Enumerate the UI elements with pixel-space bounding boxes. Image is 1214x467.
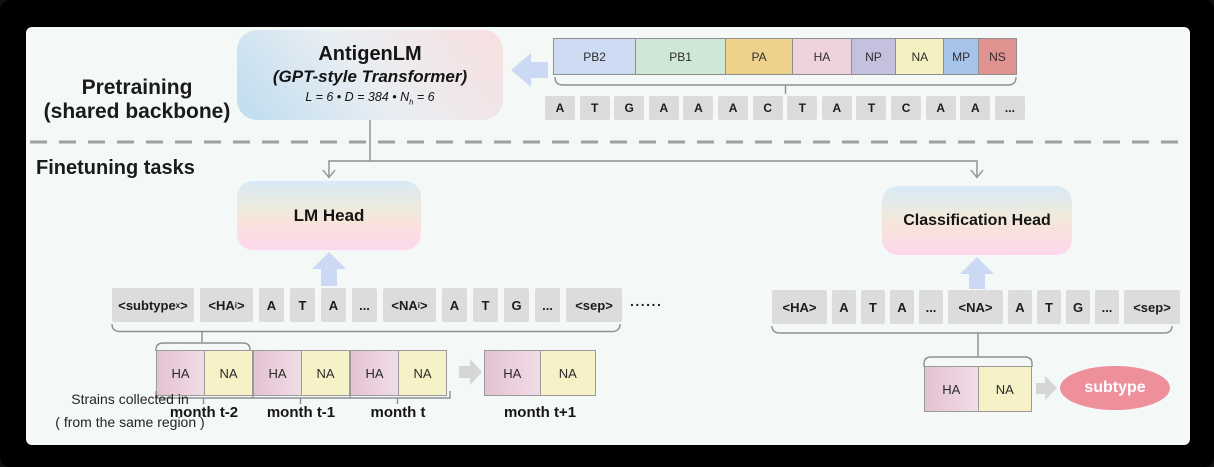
token-ellipsis: ... [535, 288, 560, 322]
token-nucleotide: T [1037, 290, 1061, 324]
token-sep: <sep> [1124, 290, 1180, 324]
token-sep: <sep> [566, 288, 622, 322]
model-params-sub: h [409, 97, 414, 107]
ha-cell: HA [925, 367, 979, 411]
ha-cell: HA [485, 351, 541, 395]
month-pair-t-plus-1: HA NA [484, 350, 596, 396]
cls-ha-na-pair: HA NA [924, 366, 1032, 412]
nucleotide-token: T [787, 96, 818, 120]
token-subscript: x [175, 300, 181, 310]
token-ellipsis: ... [352, 288, 377, 322]
genome-segment-pb2: PB2 [554, 39, 637, 74]
nucleotide-token: T [579, 96, 610, 120]
month-pair-t: HA NA [350, 350, 447, 396]
token-text: > [420, 297, 428, 313]
lm-head-box: LM Head [237, 181, 421, 250]
token-na: <NA> [948, 290, 1003, 324]
month-label-t-2: month t-2 [169, 404, 239, 421]
token-nucleotide: A [890, 290, 914, 324]
pretraining-label-line1: Pretraining [81, 76, 193, 99]
ha-cell: HA [157, 351, 205, 395]
na-cell: NA [978, 367, 1031, 411]
na-cell: NA [540, 351, 595, 395]
token-nucleotide: T [861, 290, 885, 324]
token-text: > [237, 297, 245, 313]
token-nucleotide: A [259, 288, 284, 322]
month-pair-t-1: HA NA [253, 350, 350, 396]
nucleotide-token: A [925, 96, 956, 120]
token-subscript: i [234, 300, 238, 310]
genome-segment-mp: MP [944, 39, 979, 74]
sequence-continuation-dots: ...... [630, 293, 663, 309]
model-params-pre: L = 6 • D = 384 • N [305, 90, 410, 105]
pretraining-section-label: Pretraining (shared backbone) [28, 76, 246, 124]
strains-note-line1: Strains collected in [71, 391, 189, 407]
ha-cell: HA [351, 351, 399, 395]
nucleotide-token-ellipsis: ... [994, 96, 1025, 120]
nucleotide-token: A [545, 96, 575, 120]
nucleotide-token: A [960, 96, 991, 120]
model-subtitle: (GPT-style Transformer) [272, 67, 468, 87]
nucleotide-token: A [648, 96, 679, 120]
cls-token-row: <HA> A T A ... <NA> A T G ... <sep> [772, 290, 1180, 324]
strains-note-line2: ( from the same region ) [55, 414, 205, 430]
genome-segment-np: NP [851, 39, 897, 74]
token-text: <HA [208, 297, 235, 313]
nucleotide-token: A [683, 96, 714, 120]
genome-segment-pb1: PB1 [636, 39, 726, 74]
genome-segment-ns: NS [979, 39, 1016, 74]
token-ellipsis: ... [1095, 290, 1119, 324]
genome-segment-bar: PB2 PB1 PA HA NP NA MP NS [553, 38, 1017, 75]
nucleotide-token: A [821, 96, 852, 120]
model-params-post: = 6 [413, 90, 435, 105]
month-pair-t-2: HA NA [156, 350, 253, 396]
token-nucleotide: A [442, 288, 467, 322]
na-cell: NA [302, 351, 349, 395]
classification-head-box: Classification Head [882, 186, 1072, 255]
token-nucleotide: G [504, 288, 529, 322]
genome-segment-ha: HA [793, 39, 852, 74]
month-label-t: month t [370, 404, 426, 421]
nucleotide-token: A [718, 96, 749, 120]
nucleotide-token-row: A T G A A A C T A T C A A ... [545, 96, 1025, 120]
token-nucleotide: A [321, 288, 346, 322]
nucleotide-token: C [891, 96, 922, 120]
token-subscript: i [417, 300, 421, 310]
model-box: AntigenLM (GPT-style Transformer) L = 6 … [237, 30, 503, 120]
month-label-t-plus-1: month t+1 [503, 404, 577, 421]
token-nucleotide: T [290, 288, 315, 322]
token-text: <subtype [118, 297, 176, 313]
na-cell: NA [205, 351, 252, 395]
finetuning-section-label: Finetuning tasks [36, 157, 195, 179]
token-text: <NA [391, 297, 418, 313]
nucleotide-token: G [614, 96, 645, 120]
pretraining-label-line2: (shared backbone) [43, 100, 231, 123]
ha-cell: HA [254, 351, 302, 395]
model-title: AntigenLM [318, 43, 422, 66]
na-cell: NA [399, 351, 446, 395]
token-ha: <HA> [772, 290, 827, 324]
token-nucleotide: A [832, 290, 856, 324]
model-params: L = 6 • D = 384 • Nh = 6 [305, 90, 434, 107]
strains-note: Strains collected in ( from the same reg… [28, 388, 232, 434]
token-nucleotide: A [1008, 290, 1032, 324]
token-nucleotide: G [1066, 290, 1090, 324]
nucleotide-token: T [856, 96, 887, 120]
token-text: > [180, 297, 188, 313]
genome-segment-pa: PA [725, 39, 794, 74]
subtype-output-ellipse: subtype [1060, 366, 1170, 410]
token-nucleotide: T [473, 288, 498, 322]
month-label-t-1: month t-1 [266, 404, 336, 421]
nucleotide-token: C [752, 96, 783, 120]
genome-segment-na: NA [896, 39, 945, 74]
token-ellipsis: ... [919, 290, 943, 324]
